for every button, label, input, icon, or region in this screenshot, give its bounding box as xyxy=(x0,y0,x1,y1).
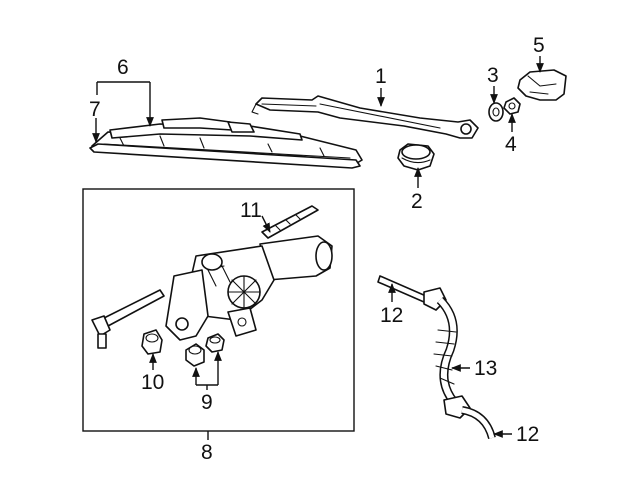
callout-3: 3 xyxy=(487,64,499,87)
callout-11: 11 xyxy=(240,199,262,222)
callout-13: 13 xyxy=(474,357,497,380)
callout-12-lower: 12 xyxy=(516,423,539,446)
wiper-arm xyxy=(251,95,479,139)
callout-1: 1 xyxy=(375,65,387,88)
arm-cap xyxy=(397,143,435,171)
nut xyxy=(503,97,521,115)
leader-lines xyxy=(92,56,544,440)
callout-9: 9 xyxy=(201,391,213,414)
motor-stud xyxy=(261,205,319,239)
wiper-blade xyxy=(91,117,363,167)
washer xyxy=(488,102,504,122)
callout-7: 7 xyxy=(89,98,101,121)
callout-5: 5 xyxy=(533,34,545,57)
blade-insert xyxy=(89,143,361,169)
arm-cover xyxy=(517,69,567,101)
callout-12-upper: 12 xyxy=(380,304,403,327)
bushing xyxy=(141,329,163,355)
callout-2: 2 xyxy=(411,190,423,213)
washer-hose xyxy=(377,275,496,440)
callout-4: 4 xyxy=(505,133,517,156)
callout-6: 6 xyxy=(117,56,129,79)
motor-kit-box xyxy=(82,188,355,432)
pivot-bolt xyxy=(91,289,165,349)
callout-10: 10 xyxy=(141,371,164,394)
wiper-motor xyxy=(165,235,333,341)
grommet-pair xyxy=(185,333,225,367)
callout-8: 8 xyxy=(201,441,213,464)
